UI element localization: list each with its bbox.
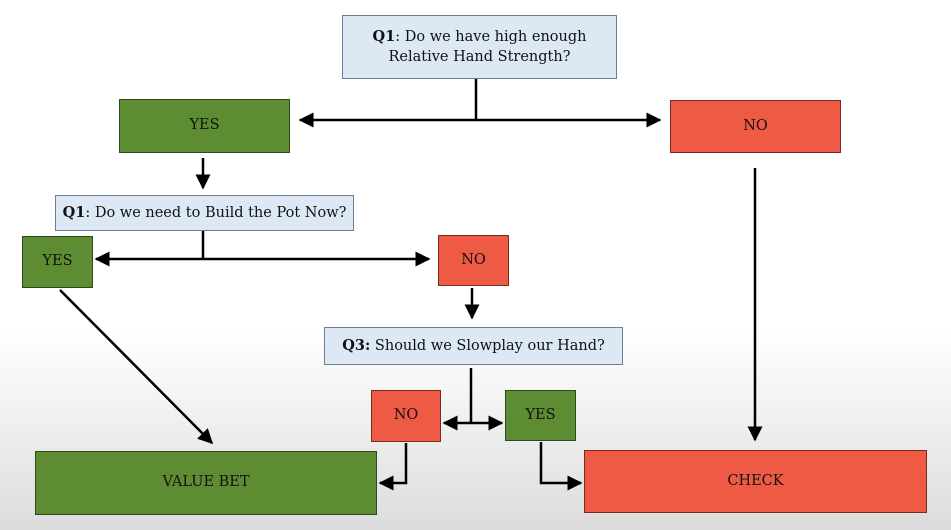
- no-3-box: NO: [371, 390, 441, 442]
- question-3-text: Should we Slowplay our Hand?: [370, 337, 605, 354]
- question-1-line-2: Relative Hand Strength?: [388, 48, 571, 65]
- check-box: CHECK: [584, 450, 927, 513]
- yes-3-label: YES: [525, 406, 556, 423]
- question-1-line-1: Q1: Do we have high enough: [373, 27, 587, 48]
- no-2-box: NO: [438, 235, 509, 286]
- question-3-label: Q3:: [342, 336, 371, 354]
- yes-3-box: YES: [505, 390, 576, 441]
- question-1-label: Q1: [372, 27, 396, 45]
- question-2-box: Q1: Do we need to Build the Pot Now?: [55, 195, 354, 231]
- question-1-text: : Do we have high enough: [395, 28, 587, 45]
- question-3-box: Q3: Should we Slowplay our Hand?: [324, 327, 623, 365]
- check-label: CHECK: [727, 472, 784, 489]
- value-bet-label: VALUE BET: [162, 474, 250, 491]
- yes-2-box: YES: [22, 236, 93, 288]
- value-bet-box: VALUE BET: [35, 451, 377, 515]
- no3-to-value-bet-arrow: [378, 443, 408, 491]
- yes2-to-value-bet-arrow: [59, 289, 214, 445]
- yes-1-box: YES: [119, 99, 290, 153]
- question-1-box: Q1: Do we have high enough Relative Hand…: [342, 15, 617, 79]
- no-1-label: NO: [743, 117, 768, 134]
- yes-1-label: YES: [189, 117, 220, 134]
- question-2-label: Q1: [62, 203, 86, 221]
- no-1-box: NO: [670, 100, 841, 153]
- no-3-label: NO: [393, 407, 419, 424]
- yes3-to-check-arrow: [539, 442, 583, 491]
- question-2-text: : Do we need to Build the Pot Now?: [85, 204, 347, 221]
- yes-2-label: YES: [42, 253, 73, 270]
- no-2-label: NO: [461, 251, 486, 268]
